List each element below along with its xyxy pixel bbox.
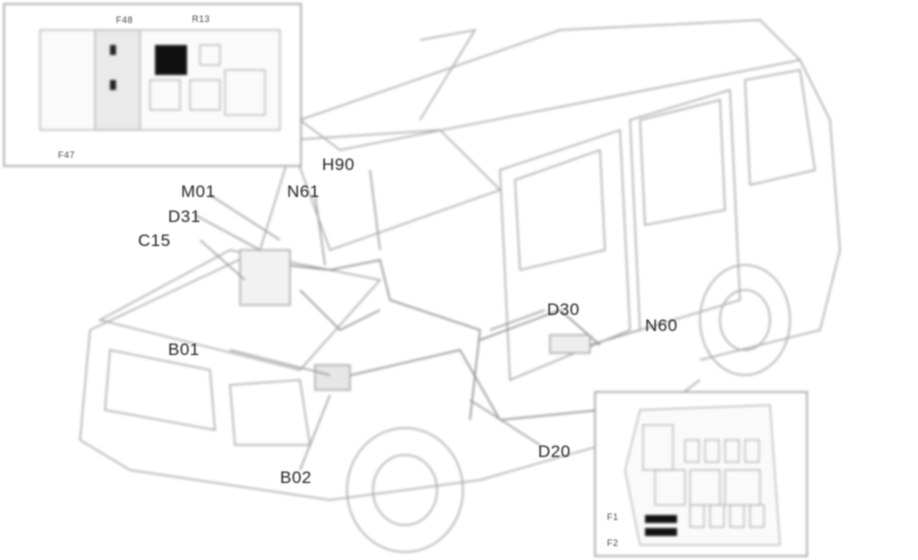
label-f1: F1 (607, 512, 619, 522)
car-roof (298, 19, 802, 151)
grille (104, 349, 216, 431)
sliding-door (629, 89, 741, 331)
rear-window (744, 69, 816, 186)
label-d31: D31 (168, 207, 201, 226)
label-m01: M01 (181, 182, 216, 201)
label-h90: H90 (322, 155, 355, 174)
windshield (288, 129, 502, 251)
label-b02: B02 (280, 468, 312, 487)
relay-r13 (155, 45, 187, 75)
front-wheel (346, 427, 464, 553)
label-n60: N60 (645, 316, 678, 335)
fuse-f1 (645, 515, 677, 523)
front-door (499, 128, 631, 382)
headlight (229, 379, 311, 446)
label-f47: F47 (58, 150, 76, 160)
hood (97, 249, 382, 371)
label-b01: B01 (168, 340, 200, 359)
label-r13: R13 (192, 14, 211, 24)
label-d20: D20 (538, 442, 571, 461)
label-f2: F2 (607, 538, 619, 548)
label-d30: D30 (547, 300, 580, 319)
rear-wheel (699, 264, 791, 376)
label-n61: N61 (287, 182, 320, 201)
fuse-f2 (645, 528, 677, 536)
label-f48: F48 (116, 15, 134, 25)
label-c15: C15 (138, 231, 171, 250)
